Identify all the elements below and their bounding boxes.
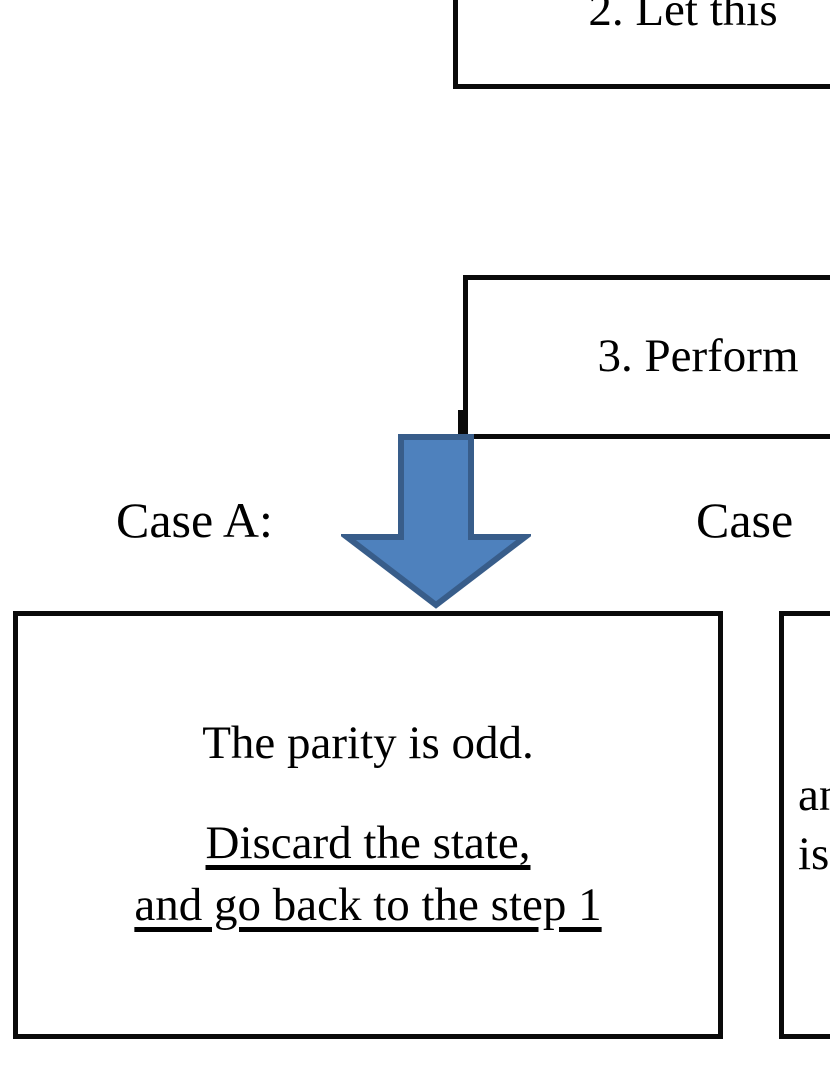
flowchart-box-step-2[interactable]: 2. Let this [453, 0, 830, 89]
case-b-result-box[interactable]: an is [779, 611, 830, 1039]
flowchart-box-step-2-label: 2. Let this [588, 0, 778, 36]
down-arrow-icon [338, 433, 534, 609]
case-b-line-1: an [798, 769, 830, 822]
flowchart-box-step-3[interactable]: 3. Perform [463, 275, 830, 439]
case-a-line-2: Discard the state, [205, 817, 531, 870]
case-b-line-2: is [798, 828, 830, 880]
case-a-label: Case A: [116, 492, 273, 548]
case-b-label: Case [696, 492, 794, 548]
case-a-line-3: and go back to the step 1 [134, 878, 602, 931]
flowchart-box-step-3-label: 3. Perform [597, 330, 799, 383]
connector-line-vertical [458, 410, 464, 444]
case-a-result-box[interactable]: The parity is odd. Discard the state, an… [13, 611, 723, 1039]
case-a-line-1: The parity is odd. [202, 717, 534, 770]
